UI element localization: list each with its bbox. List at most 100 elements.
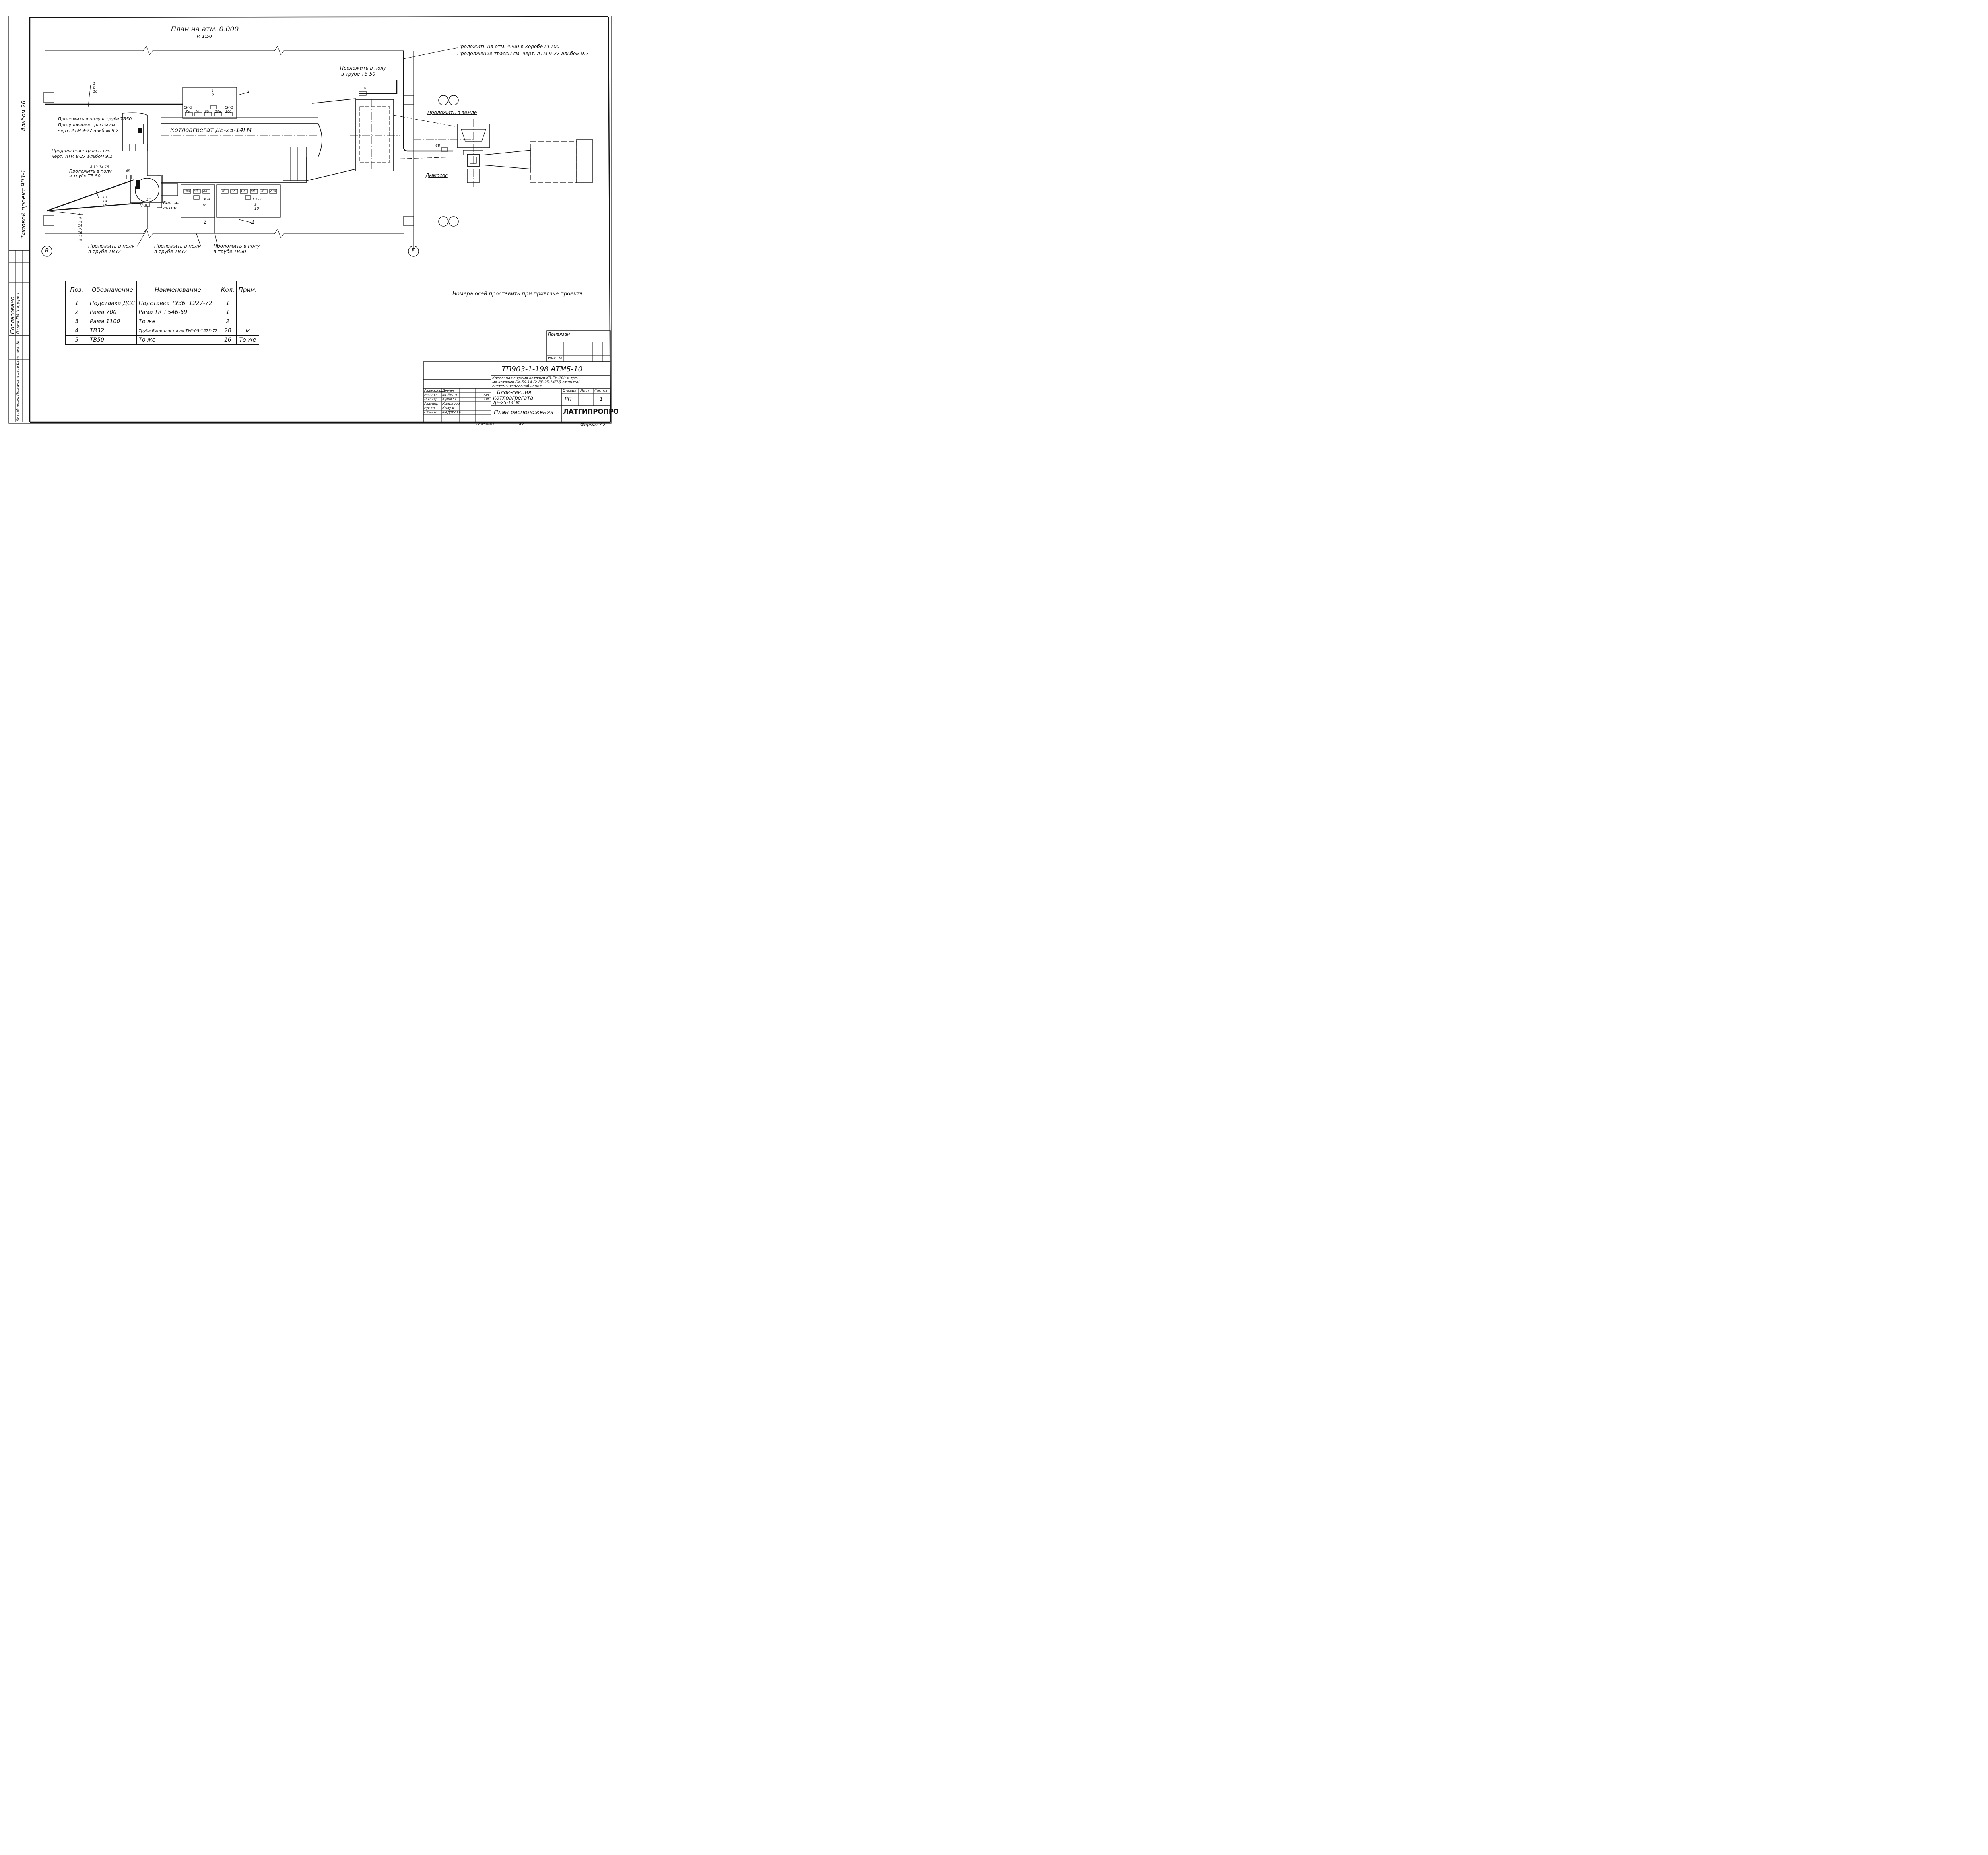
tag-box-top-4: 20а xyxy=(215,110,221,113)
col-header-note: Прим. xyxy=(236,281,259,299)
tag-ck2: СК-2 xyxy=(253,198,262,202)
tb-person: Краузе xyxy=(442,406,456,410)
table-row: 3 Рама 1100 То же 2 xyxy=(65,317,259,326)
cell-qty: 1 xyxy=(219,308,237,317)
tag-6b: 6В xyxy=(435,144,440,148)
callout-bottom2a: Проложить в полу xyxy=(154,243,201,249)
plan-scale: М 1:50 xyxy=(197,34,212,39)
margin-agreed: Согласовано xyxy=(10,296,16,334)
tag-box-top-3: 8б xyxy=(205,110,209,113)
cell-name: Труба Винипластовая ТУ6-05-1573-72 xyxy=(136,326,219,336)
callout-bottom2b: в трубе ТВ32 xyxy=(154,249,187,254)
cell-note: м xyxy=(236,326,259,336)
drawing-sheet: План на атм. 0.000 М 1:50 Котлоагрегат Д… xyxy=(0,0,618,437)
callout-fan2: лятор xyxy=(163,205,177,210)
tag-box-mid2-6: 21а xyxy=(270,189,276,193)
callout-left-floor2a: Проложить в полу xyxy=(69,169,112,174)
tag-box-top-2: 7б xyxy=(195,110,200,113)
tag-box-top-1: 7а xyxy=(186,110,190,113)
tag-box-mid2-3: 19 xyxy=(241,189,245,193)
tag-box-top-5: 20б xyxy=(225,110,232,113)
tag-frame-3-bottom: 3 xyxy=(251,219,254,224)
tag-7g: 7Г xyxy=(363,87,367,91)
frame-right xyxy=(608,16,611,423)
tb-role: Рук.гр. xyxy=(424,406,436,410)
tag-4v: 4В xyxy=(126,169,130,173)
callout-floor-top-pipe: в трубе ТВ 50 xyxy=(341,71,375,77)
tb-desc3: системы теплоснабжения xyxy=(492,384,542,388)
tb-stage: РП xyxy=(565,396,572,402)
cell-designation: Рама 1100 xyxy=(87,317,137,326)
margin-album: Альбом 26 xyxy=(21,101,27,131)
cell-pos: 4 xyxy=(65,326,88,336)
tb-person: Мейман xyxy=(442,393,457,397)
tb-role: Гл.инж.пр. xyxy=(424,389,443,392)
cell-designation: ТВ50 xyxy=(87,335,137,345)
tag-box-mid2-5: 2б xyxy=(260,189,265,193)
tb-person: Калькова xyxy=(442,402,460,406)
callout-smoke-exhauster: Дымосос xyxy=(425,173,448,178)
cell-qty: 20 xyxy=(219,326,237,336)
callout-bottom1b: в трубе ТВ32 xyxy=(88,249,121,254)
callout-fan: Венти- xyxy=(163,200,179,206)
cell-designation: ТВ32 xyxy=(87,326,137,336)
col-header-pos: Поз. xyxy=(65,281,88,299)
tag-4-9: 4 9 xyxy=(78,213,84,217)
callout-left-floor2b: в трубе ТВ 50 xyxy=(69,173,101,179)
tag-ck4: СК-4 xyxy=(202,198,210,202)
cell-pos: 2 xyxy=(65,308,88,317)
cell-pos: 1 xyxy=(65,299,88,308)
tag-frame-3-top: 3 xyxy=(247,89,249,94)
callout-roof-route: Проложить на отм. 4200 в коробе ПГ100 xyxy=(457,44,560,49)
plan-title: План на атм. 0.000 xyxy=(171,25,239,33)
callout-left-cont4: черт. АТМ 9-27 альбом 9.2 xyxy=(52,154,113,159)
cell-name: Подставка ТУ36. 1227-72 xyxy=(136,299,219,308)
tag-box-mid1-2: 3б xyxy=(194,189,198,193)
tb-bound: Привязан xyxy=(548,332,570,337)
cell-note xyxy=(236,299,259,308)
tb-sheet-header: Лист xyxy=(580,389,590,393)
callout-bottom3b: в трубе ТВ50 xyxy=(214,249,247,254)
col-header-qty: Кол. xyxy=(219,281,237,299)
tag-ck3: СК-3 xyxy=(184,106,192,110)
tag-box-mid2-1: 7б xyxy=(221,189,226,193)
col-header-name: Наименование xyxy=(136,281,219,299)
table-row: 5 ТВ50 То же 16 То же xyxy=(65,335,259,345)
tb-date2: 7.06 xyxy=(483,398,490,401)
margin-project: Типовой проект 903-1 xyxy=(20,169,27,239)
margin-dept: Отдел ГМ Шидорин xyxy=(16,293,20,334)
tag-frame-2: 2 xyxy=(204,219,206,224)
table-row: 2 Рама 700 Рама ТКЧ 546-69 1 xyxy=(65,308,259,317)
tb-stamp-number: 18454-41 xyxy=(476,422,495,427)
cell-name: Рама ТКЧ 546-69 xyxy=(136,308,219,317)
tb-desc1: Котельная с тремя котлами КВ-ГМ-100 и тр… xyxy=(492,376,579,380)
callout-bottom1a: Проложить в полу xyxy=(88,243,135,249)
callout-left-cont1: Продолжение трассы см. xyxy=(58,122,116,128)
tb-sheets-header: Листов xyxy=(594,389,608,393)
boiler-label: Котлоагрегат ДЕ-25-14ГМ xyxy=(170,126,252,134)
cell-qty: 1 xyxy=(219,299,237,308)
tb-sheets: 1 xyxy=(600,396,603,402)
callout-left-cont3: Продолжение трассы см. xyxy=(52,148,110,153)
tb-role: Гл.спец. xyxy=(424,402,438,406)
axis-label-e: Е xyxy=(412,248,415,254)
tag-17-18: 17/18 xyxy=(137,204,147,208)
tb-desc2: мя котлами ГМ-50-14 (2 ДЕ-25-14ГМ) откры… xyxy=(492,380,581,384)
tb-person: Федорова xyxy=(442,411,461,415)
specification-table: Поз. Обозначение Наименование Кол. Прим.… xyxy=(65,281,259,345)
tb-date1: 7.06 xyxy=(483,393,490,396)
cell-note: То же xyxy=(236,335,259,345)
tb-role: Н.контр. xyxy=(424,398,439,401)
tag-16: 16 xyxy=(202,204,207,208)
cell-note xyxy=(236,317,259,326)
cell-designation: Рама 700 xyxy=(87,308,137,317)
callout-ground: Проложить в земле xyxy=(427,110,477,115)
cell-pos: 3 xyxy=(65,317,88,326)
cell-name: То же xyxy=(136,335,219,345)
tb-format: Формат А2 xyxy=(580,422,606,427)
tag-5g: 5Г xyxy=(146,198,151,202)
